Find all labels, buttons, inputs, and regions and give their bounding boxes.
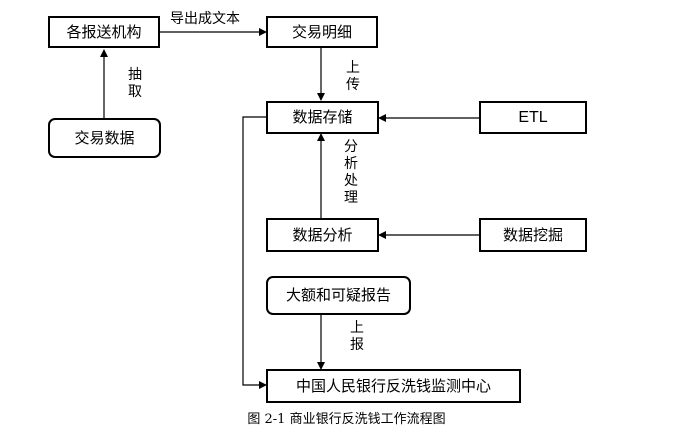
node-data-analysis: 数据分析: [266, 218, 379, 252]
figure-caption: 图 2-1 商业银行反洗钱工作流程图: [247, 412, 446, 427]
node-reporting-institutions: 各报送机构: [48, 16, 160, 48]
label-upload-1: 上传: [346, 60, 360, 93]
node-transaction-details: 交易明细: [266, 16, 378, 48]
node-monitoring-center: 中国人民银行反洗钱监测中心: [266, 369, 521, 403]
label-export-text: 导出成文本: [170, 11, 240, 27]
node-transaction-data: 交易数据: [48, 118, 161, 158]
node-large-suspicious-reports: 大额和可疑报告: [266, 276, 411, 315]
node-etl: ETL: [479, 101, 587, 134]
label-analysis-processing: 分析处理: [344, 139, 358, 206]
label-report-up: 上报: [350, 320, 364, 353]
node-data-storage: 数据存储: [266, 101, 379, 134]
label-extract: 抽取: [128, 67, 142, 100]
arrow-storage-to-center-loop: [242, 116, 267, 389]
node-data-mining: 数据挖掘: [479, 218, 587, 252]
